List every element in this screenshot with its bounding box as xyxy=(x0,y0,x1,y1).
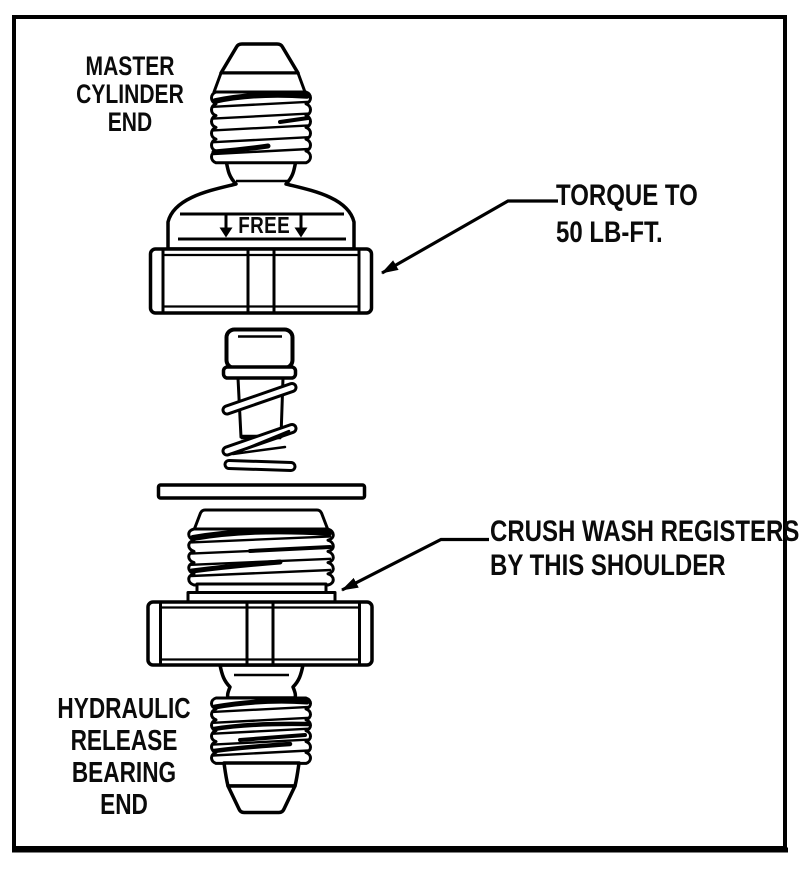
label-line: 50 LB-FT. xyxy=(556,216,663,249)
label-line: END xyxy=(107,107,153,137)
down-arrow-icon xyxy=(219,215,233,238)
piston-spring-assembly xyxy=(156,327,367,500)
down-arrow-icon xyxy=(294,215,308,238)
label-line: CYLINDER xyxy=(76,79,184,109)
label-line: CRUSH WASH REGISTERS xyxy=(490,515,800,548)
spring xyxy=(221,382,298,472)
label-line: BEARING xyxy=(71,757,177,789)
label-line: RELEASE xyxy=(70,725,178,757)
label-crush-washer-note: CRUSH WASH REGISTERS BY THIS SHOULDER xyxy=(490,515,799,583)
diagram-frame xyxy=(12,15,788,853)
washer-shoulder-flange xyxy=(186,582,337,604)
free-marking xyxy=(219,215,308,238)
label-line: END xyxy=(100,789,148,821)
flare-tip-top xyxy=(212,42,307,94)
thread-section-bottom xyxy=(210,696,312,765)
hex-nut-bottom xyxy=(146,600,374,667)
label-line: TORQUE TO xyxy=(556,179,698,212)
hex-nut-top xyxy=(148,247,374,315)
free-label: FREE xyxy=(238,212,291,238)
flare-tip-bottom xyxy=(222,761,301,815)
thread-section-mid xyxy=(187,527,335,587)
label-torque-spec: TORQUE TO 50 LB-FT. xyxy=(556,177,698,251)
thread-section-top xyxy=(210,90,312,165)
shoulder-band xyxy=(192,508,330,532)
label-master-cylinder-end: MASTER CYLINDER END xyxy=(52,52,208,136)
leader-torque xyxy=(381,199,558,275)
lower-neck xyxy=(218,663,305,700)
label-line: MASTER xyxy=(85,51,175,81)
top-fitting xyxy=(148,42,374,315)
label-hydraulic-release-bearing-end: HYDRAULIC RELEASE BEARING END xyxy=(46,693,202,821)
lower-fitting xyxy=(146,508,374,815)
piston-cap xyxy=(221,327,298,380)
label-line: BY THIS SHOULDER xyxy=(490,549,726,582)
leader-crush xyxy=(341,537,489,592)
crush-washer xyxy=(156,483,367,500)
label-line: HYDRAULIC xyxy=(57,693,191,725)
